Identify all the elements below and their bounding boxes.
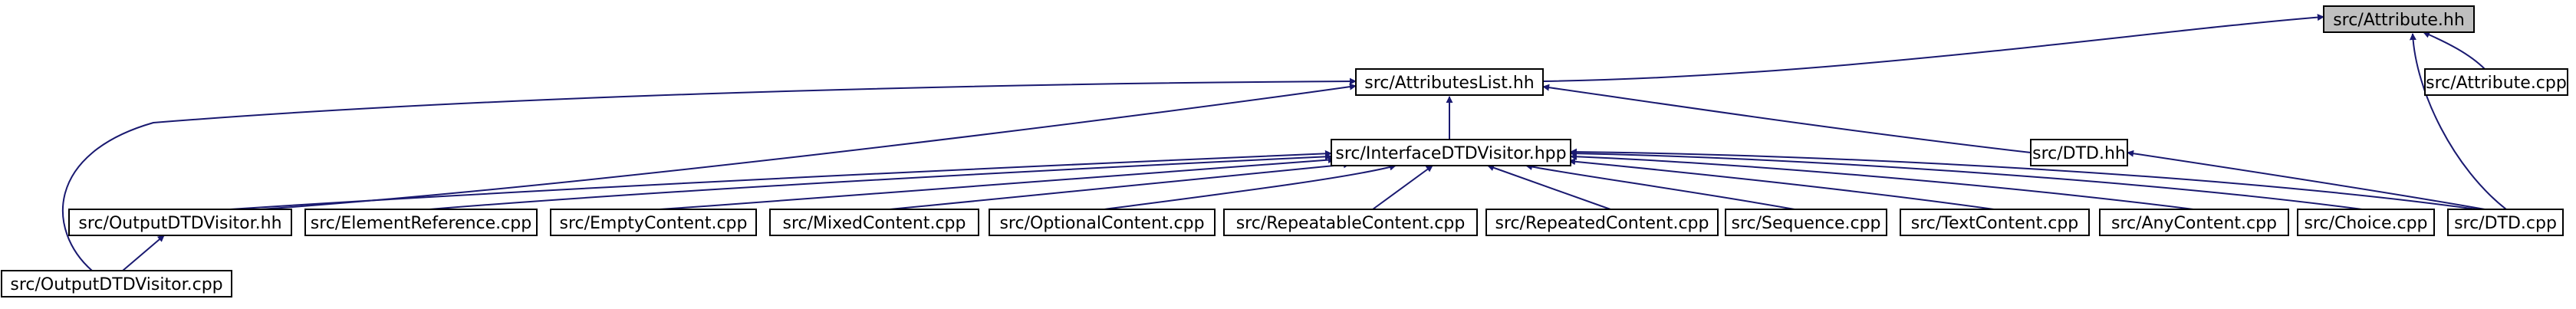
- node-mixedcontent-cpp[interactable]: src/MixedContent.cpp: [769, 209, 979, 236]
- node-optionalcontent-cpp[interactable]: src/OptionalContent.cpp: [989, 209, 1216, 236]
- edge-arrow: [229, 150, 1332, 210]
- edge-arrow: [2127, 150, 2486, 210]
- node-label: src/Sequence.cpp: [1731, 214, 1880, 233]
- edge-arrow: [1542, 14, 2324, 82]
- node-emptycontent-cpp[interactable]: src/EmptyContent.cpp: [550, 209, 757, 236]
- edge-elementreference-cpp-to-interface-hpp: [429, 153, 1332, 210]
- node-textcontent-cpp[interactable]: src/TextContent.cpp: [1900, 209, 2090, 236]
- edge-outputdtdvisitor-cpp-to-outputdtdvisitor-hh: [122, 235, 165, 271]
- node-attribute-cpp[interactable]: src/Attribute.cpp: [2424, 68, 2568, 96]
- node-box: [2030, 139, 2128, 166]
- node-box: [1485, 209, 1719, 236]
- node-label: src/OutputDTDVisitor.cpp: [10, 275, 222, 294]
- node-box: [1355, 68, 1544, 96]
- edge-dtd-hh-to-attributeslist-hh: [1542, 84, 2032, 153]
- node-interface-hpp[interactable]: src/InterfaceDTDVisitor.hpp: [1331, 139, 1571, 166]
- node-label: src/OptionalContent.cpp: [999, 214, 1204, 233]
- node-layer: src/Attribute.hh src/AttributesList.hh src…: [1, 5, 2568, 297]
- node-label: src/ElementReference.cpp: [311, 214, 531, 233]
- edge-anycontent-cpp-to-interface-hpp: [1570, 153, 2194, 210]
- node-label: src/InterfaceDTDVisitor.hpp: [1335, 144, 1566, 163]
- node-box: [1725, 209, 1887, 236]
- node-box: [1331, 139, 1571, 166]
- node-attributeslist-hh[interactable]: src/AttributesList.hh: [1355, 68, 1544, 96]
- edge-choice-cpp-to-interface-hpp: [1570, 150, 2363, 210]
- node-box: [2424, 68, 2568, 96]
- node-box: [2297, 209, 2435, 236]
- node-repeatedcontent-cpp[interactable]: src/RepeatedContent.cpp: [1485, 209, 1719, 236]
- edge-arrow: [1372, 165, 1433, 210]
- node-box: [68, 209, 292, 236]
- node-label: src/RepeatableContent.cpp: [1236, 214, 1466, 233]
- node-box: [989, 209, 1216, 236]
- node-repeatablecontent-cpp[interactable]: src/RepeatableContent.cpp: [1223, 209, 1478, 236]
- edge-arrow: [659, 156, 1335, 210]
- edge-outputdtdvisitor-cpp-to-attributeslist-hh: [62, 77, 1357, 271]
- edge-outputdtdvisitor-hh-to-attributeslist-hh: [260, 83, 1357, 210]
- node-box: [550, 209, 757, 236]
- node-outputdtdvisitor-cpp[interactable]: src/OutputDTDVisitor.cpp: [1, 270, 232, 297]
- node-box: [1223, 209, 1478, 236]
- edge-arrow: [122, 235, 165, 271]
- edge-arrow: [889, 161, 1351, 210]
- edge-attributeslist-hh-to-attribute-hh: [1542, 14, 2324, 82]
- edge-arrow: [1570, 148, 2478, 210]
- edge-mixedcontent-cpp-to-interface-hpp: [889, 161, 1351, 210]
- node-attribute-hh: src/Attribute.hh: [2323, 5, 2475, 33]
- edge-emptycontent-cpp-to-interface-hpp: [659, 156, 1335, 210]
- edge-dtd-cpp-to-attribute-hh: [2409, 33, 2507, 210]
- edge-outputdtdvisitor-hh-to-interface-hpp: [229, 150, 1332, 210]
- node-label: src/Attribute.hh: [2333, 11, 2465, 30]
- edge-arrow: [1487, 164, 1611, 210]
- edge-arrow: [260, 83, 1357, 210]
- node-box: [1900, 209, 2090, 236]
- node-label: src/Attribute.cpp: [2426, 74, 2567, 93]
- edge-arrow: [62, 77, 1357, 271]
- node-label: src/DTD.hh: [2032, 144, 2126, 163]
- edge-arrow: [1104, 163, 1397, 210]
- edge-arrow: [1570, 150, 2363, 210]
- edge-arrow: [2423, 31, 2486, 70]
- edge-optionalcontent-cpp-to-interface-hpp: [1104, 163, 1397, 210]
- node-choice-cpp[interactable]: src/Choice.cpp: [2297, 209, 2435, 236]
- edge-layer: [62, 14, 2507, 271]
- edge-textcontent-cpp-to-interface-hpp: [1568, 158, 1995, 210]
- edge-dtd-cpp-to-interface-hpp: [1570, 148, 2478, 210]
- edge-arrow: [1568, 158, 1995, 210]
- node-box: [304, 209, 538, 236]
- node-label: src/Choice.cpp: [2304, 214, 2427, 233]
- node-outputdtdvisitor-hh[interactable]: src/OutputDTDVisitor.hh: [68, 209, 292, 236]
- node-box: [769, 209, 979, 236]
- node-box: [2323, 5, 2475, 33]
- node-label: src/AnyContent.cpp: [2111, 214, 2277, 233]
- node-box: [2099, 209, 2289, 236]
- node-sequence-cpp[interactable]: src/Sequence.cpp: [1725, 209, 1887, 236]
- edge-arrow: [2409, 33, 2507, 210]
- edge-repeatedcontent-cpp-to-interface-hpp: [1487, 164, 1611, 210]
- edge-dtd-cpp-to-dtd-hh: [2127, 150, 2486, 210]
- edge-arrow: [1542, 84, 2032, 153]
- edge-repeatablecontent-cpp-to-interface-hpp: [1372, 165, 1433, 210]
- edge-arrow: [429, 153, 1332, 210]
- edge-arrow: [1525, 163, 1795, 210]
- node-label: src/RepeatedContent.cpp: [1495, 214, 1709, 233]
- node-dtd-cpp[interactable]: src/DTD.cpp: [2447, 209, 2564, 236]
- node-label: src/MixedContent.cpp: [783, 214, 966, 233]
- edge-arrow: [1570, 153, 2194, 210]
- node-label: src/TextContent.cpp: [1911, 214, 2079, 233]
- edge-attribute-cpp-to-attribute-hh: [2423, 31, 2486, 70]
- node-label: src/DTD.cpp: [2454, 214, 2557, 233]
- edge-sequence-cpp-to-interface-hpp: [1525, 163, 1795, 210]
- node-box: [1, 270, 232, 297]
- node-elementreference-cpp[interactable]: src/ElementReference.cpp: [304, 209, 538, 236]
- node-label: src/EmptyContent.cpp: [560, 214, 748, 233]
- node-box: [2447, 209, 2564, 236]
- node-anycontent-cpp[interactable]: src/AnyContent.cpp: [2099, 209, 2289, 236]
- node-label: src/OutputDTDVisitor.hh: [78, 214, 281, 233]
- node-label: src/AttributesList.hh: [1364, 74, 1534, 93]
- node-dtd-hh[interactable]: src/DTD.hh: [2030, 139, 2128, 166]
